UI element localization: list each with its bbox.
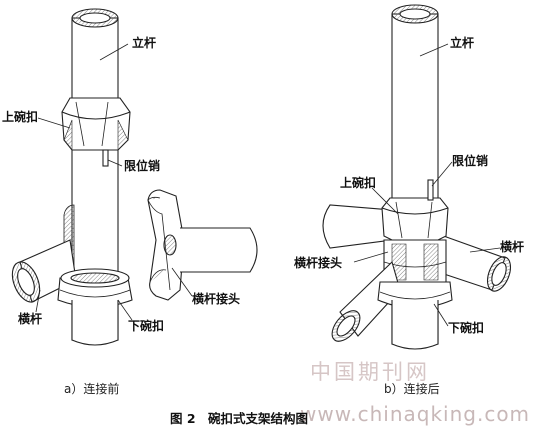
watermark-en: www.chinaqking.com — [300, 402, 531, 426]
figure-caption: 图 2 碗扣式支架结构图 — [170, 411, 309, 426]
diagram-b — [322, 4, 512, 350]
label-b-upper-bowl: 上碗扣 — [340, 176, 377, 190]
b-left-bar-shape — [322, 204, 393, 249]
label-a-horizontal-bar: 横杆 — [18, 312, 43, 326]
label-a-lower-bowl: 下碗扣 — [128, 319, 165, 333]
label-b-vertical-pole: 立杆 — [450, 36, 475, 50]
watermark-cn: 中国期刊网 — [310, 360, 430, 384]
label-b-horizontal-bar: 横杆 — [500, 240, 525, 254]
label-a-vertical-pole: 立杆 — [132, 36, 157, 50]
subcaption-b: b）连接后 — [384, 382, 440, 396]
label-a-limit-pin: 限位销 — [124, 159, 161, 173]
label-a-bar-joint: 横杆接头 — [192, 292, 241, 306]
label-a-upper-bowl: 上碗扣 — [2, 110, 39, 124]
b-upper-bowl-shape — [381, 197, 449, 241]
diagram-a — [11, 8, 258, 346]
subcaption-a: a）连接前 — [64, 382, 120, 396]
label-b-limit-pin: 限位销 — [452, 154, 489, 168]
label-b-bar-joint: 横杆接头 — [294, 256, 343, 270]
a-limit-pin-shape — [102, 149, 109, 167]
label-b-lower-bowl: 下碗扣 — [448, 321, 485, 335]
